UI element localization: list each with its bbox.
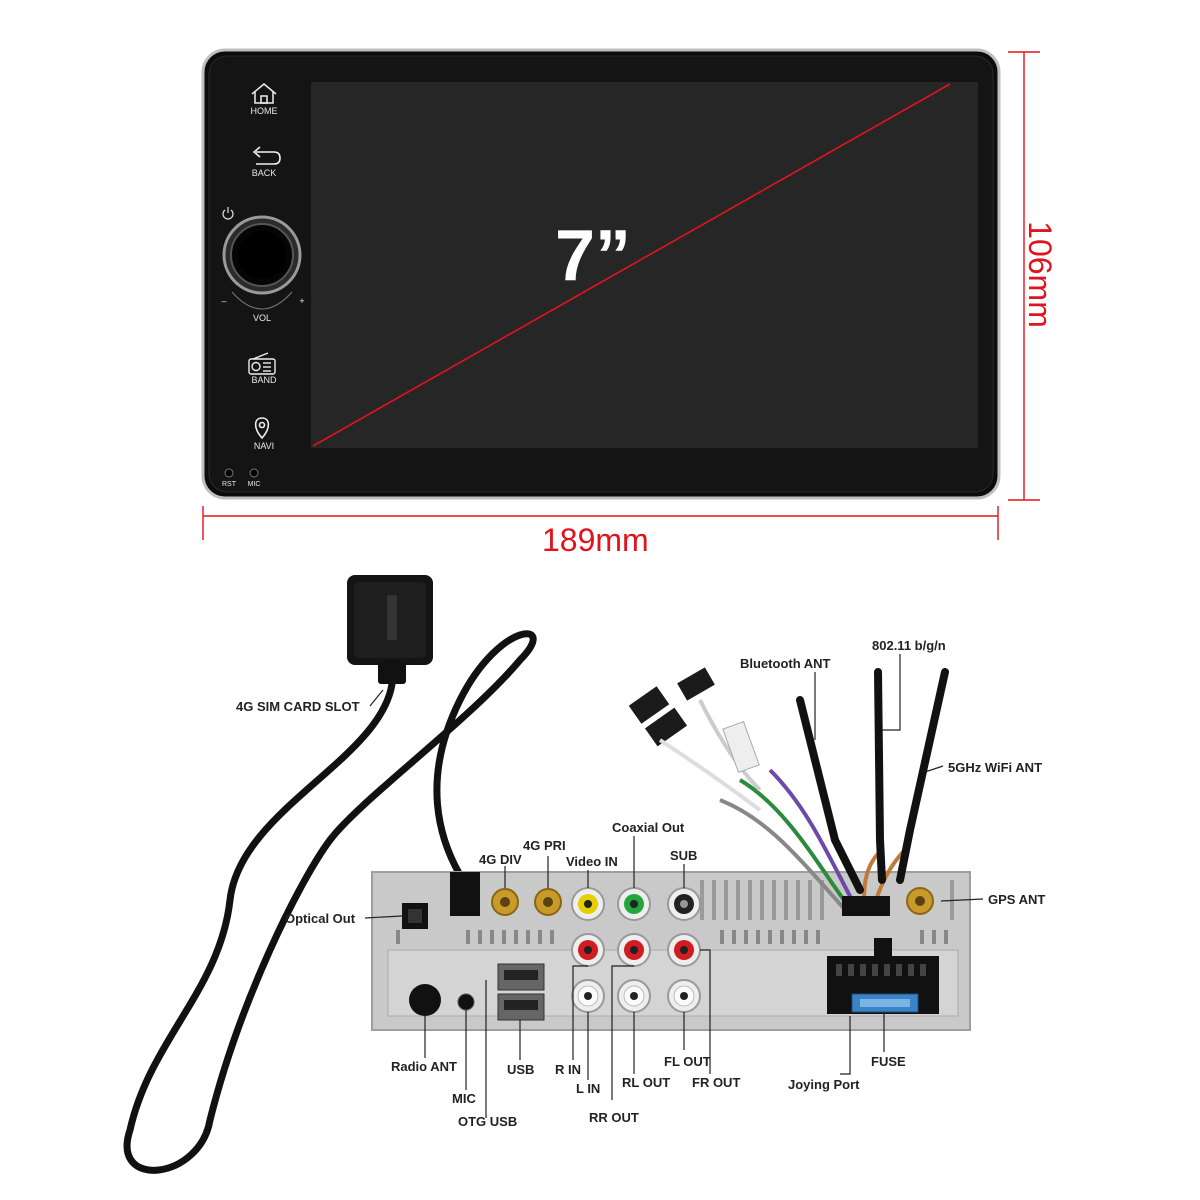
l-in-rca bbox=[571, 979, 605, 1013]
width-dimension-label: 189mm bbox=[542, 522, 649, 558]
sim-cable bbox=[123, 630, 537, 1174]
sim-card-module bbox=[347, 575, 433, 684]
usb-label: USB bbox=[507, 1062, 535, 1077]
sub-rca bbox=[667, 887, 701, 921]
rl-out-label: RL OUT bbox=[622, 1075, 671, 1090]
screen-size-label: 7” bbox=[555, 216, 632, 296]
rl-out-rca bbox=[617, 979, 651, 1013]
back-button-label[interactable]: BACK bbox=[251, 168, 277, 178]
volume-label: VOL bbox=[252, 313, 271, 323]
wifi-5ghz-label: 5GHz WiFi ANT bbox=[948, 760, 1043, 775]
coaxial-out-rca bbox=[617, 887, 651, 921]
bluetooth-antenna bbox=[796, 696, 864, 894]
gps-ant-label: GPS ANT bbox=[988, 892, 1046, 907]
mic-label-front: MIC bbox=[247, 481, 261, 488]
location-pin-icon bbox=[254, 417, 270, 440]
volume-plus-label: + bbox=[299, 296, 305, 306]
fr-out-label: FR OUT bbox=[692, 1075, 741, 1090]
sim-card-slot-label: 4G SIM CARD SLOT bbox=[236, 699, 360, 714]
video-in-label: Video IN bbox=[566, 854, 618, 869]
rr-out-label: RR OUT bbox=[589, 1110, 639, 1125]
otg-usb-label: OTG USB bbox=[458, 1114, 518, 1129]
fuse-label: FUSE bbox=[871, 1054, 906, 1069]
diagonal-line bbox=[312, 83, 951, 447]
width-dimension-line bbox=[202, 506, 999, 540]
fl-out-rca bbox=[667, 979, 701, 1013]
sub-label: SUB bbox=[670, 848, 698, 863]
wifi-antenna-1 bbox=[874, 668, 886, 884]
fl-out-label: FL OUT bbox=[664, 1054, 711, 1069]
radio-ant-label: Radio ANT bbox=[391, 1059, 457, 1074]
rr-out-rca bbox=[617, 933, 651, 967]
video-in-rca bbox=[571, 887, 605, 921]
rst-label: RST bbox=[222, 481, 236, 488]
mic-label: MIC bbox=[452, 1091, 476, 1106]
l-in-label: L IN bbox=[576, 1081, 601, 1096]
fr-out-rca bbox=[667, 933, 701, 967]
coaxial-out-label: Coaxial Out bbox=[612, 820, 685, 835]
navi-button-label[interactable]: NAVI bbox=[253, 441, 275, 451]
optical-out-label: Optical Out bbox=[285, 911, 356, 926]
wifi-antenna-2 bbox=[896, 668, 949, 884]
reset-hole bbox=[224, 468, 234, 478]
4g-div-label: 4G DIV bbox=[479, 852, 522, 867]
power-icon bbox=[222, 207, 234, 220]
home-button-label[interactable]: HOME bbox=[250, 106, 278, 116]
r-in-rca bbox=[571, 933, 605, 967]
height-dimension-line bbox=[1008, 51, 1040, 501]
4g-pri-label: 4G PRI bbox=[523, 838, 566, 853]
wifi-80211-label: 802.11 b/g/n bbox=[872, 638, 946, 653]
4g-pri-connector bbox=[534, 888, 562, 916]
volume-minus-label: – bbox=[221, 296, 227, 306]
r-in-label: R IN bbox=[555, 1062, 581, 1077]
bluetooth-ant-label: Bluetooth ANT bbox=[740, 656, 831, 671]
radio-ant-port bbox=[409, 984, 441, 1016]
radio-icon bbox=[248, 352, 276, 375]
home-icon bbox=[251, 83, 277, 104]
4g-div-connector bbox=[491, 888, 519, 916]
band-button-label[interactable]: BAND bbox=[251, 375, 277, 385]
mic-hole bbox=[249, 468, 259, 478]
display-screen bbox=[311, 82, 978, 448]
joying-port-label: Joying Port bbox=[788, 1077, 860, 1092]
back-arrow-icon bbox=[252, 146, 281, 165]
mic-port bbox=[457, 993, 475, 1011]
gps-ant-connector bbox=[906, 887, 934, 915]
